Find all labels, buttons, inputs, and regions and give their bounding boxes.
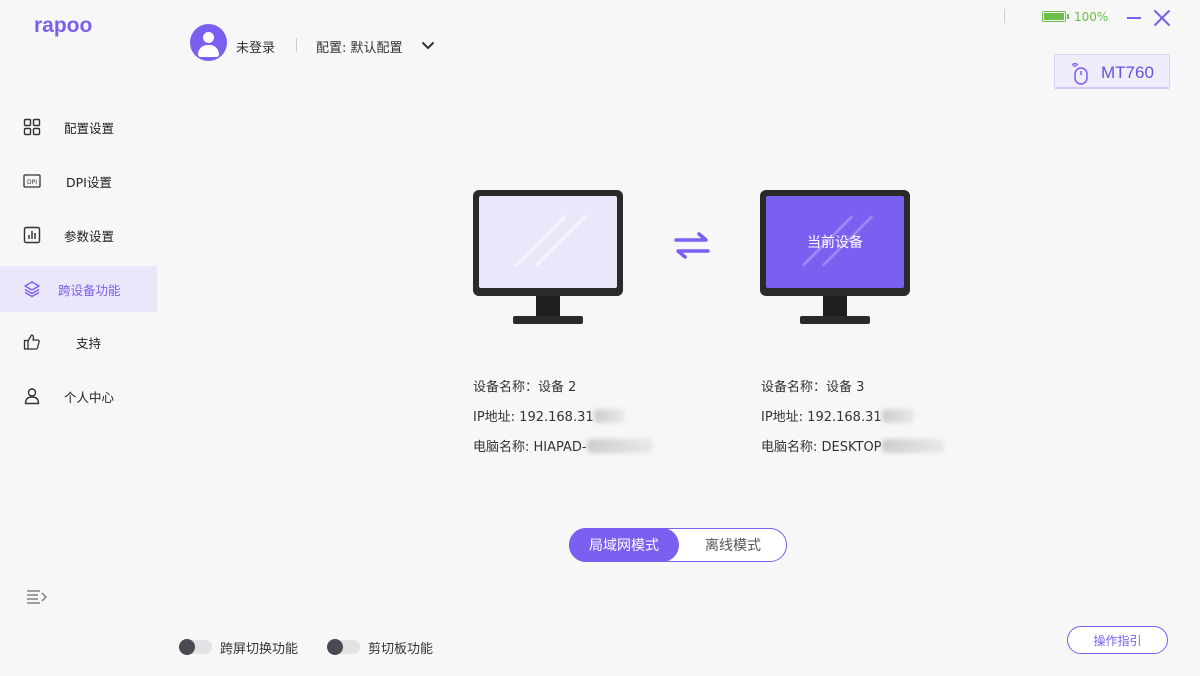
device-2-pc-text: 电脑名称: HIAPAD- [473,440,587,455]
cross-screen-switch-label: 跨屏切换功能 [220,642,299,657]
device-2-name: 设备名称：设备 2 [473,380,577,395]
chevron-down-icon[interactable] [420,38,436,54]
lan-mode-button[interactable]: 局域网模式 [569,528,679,562]
sidebar-item-label: DPI设置 [66,175,112,190]
device-badge[interactable]: MT760 [1054,54,1170,89]
device-2-ip: IP地址: 192.168.31 [473,406,624,425]
sidebar-item-profile-settings[interactable]: 配置设置 [0,104,157,150]
battery-icon [1042,11,1069,22]
redacted-blur [586,439,653,453]
dpi-icon: DPI [23,174,41,188]
sidebar-item-label: 跨设备功能 [58,283,121,298]
swap-arrows-icon [674,232,710,259]
device-3-pc-text: 电脑名称: DESKTOP [761,440,882,455]
device-name: MT760 [1101,63,1154,82]
sidebar-item-personal-center[interactable]: 个人中心 [0,373,157,419]
current-device-label: 当前设备 [807,235,863,251]
device-3-ip: IP地址: 192.168.31 [761,406,914,425]
device-3-ip-text: IP地址: 192.168.31 [761,410,882,425]
guide-button[interactable]: 操作指引 [1067,626,1168,654]
grid-icon [23,118,41,136]
sidebar-item-dpi-settings[interactable]: DPI DPI设置 [0,158,157,204]
collapse-sidebar-icon[interactable] [26,588,48,606]
svg-text:DPI: DPI [27,179,37,186]
offline-mode-button[interactable]: 离线模式 [705,538,761,554]
redacted-blur [593,409,624,423]
thumbs-up-icon [23,334,40,350]
avatar[interactable] [190,24,227,61]
login-status[interactable]: 未登录 [236,41,276,56]
layers-icon [24,281,40,298]
clipboard-switch[interactable] [327,639,360,655]
device-3-monitor[interactable]: 当前设备 [760,190,910,330]
sidebar-item-parameter-settings[interactable]: 参数设置 [0,212,157,258]
profile-selector-label[interactable]: 配置: 默认配置 [316,41,403,56]
redacted-blur [881,409,914,423]
chart-icon [23,226,41,244]
cross-screen-switch[interactable] [179,639,212,655]
sidebar-item-support[interactable]: 支持 [0,319,157,365]
wireless-mouse-icon [1071,62,1088,85]
connection-mode-toggle: 局域网模式 离线模式 [569,528,787,562]
device-2-monitor[interactable] [473,190,623,330]
device-3-name: 设备名称：设备 3 [761,380,865,395]
sidebar-item-cross-device[interactable]: 跨设备功能 [0,266,157,312]
clipboard-switch-label: 剪切板功能 [368,642,434,657]
minimize-button[interactable] [1127,17,1141,19]
sidebar-item-label: 支持 [76,336,102,351]
app-logo: rapoo [34,14,93,37]
header-divider [296,38,297,52]
device-3-pc-name: 电脑名称: DESKTOP [761,436,944,455]
sidebar-item-label: 参数设置 [64,229,115,244]
device-2-pc-name: 电脑名称: HIAPAD- [473,436,653,455]
close-icon[interactable] [1152,8,1172,28]
user-icon [24,388,40,405]
device-2-ip-text: IP地址: 192.168.31 [473,410,594,425]
titlebar-divider [1004,9,1005,23]
battery-percentage: 100% [1074,10,1109,24]
sidebar-item-label: 配置设置 [64,121,115,136]
redacted-blur [881,439,944,453]
sidebar-item-label: 个人中心 [64,390,115,405]
